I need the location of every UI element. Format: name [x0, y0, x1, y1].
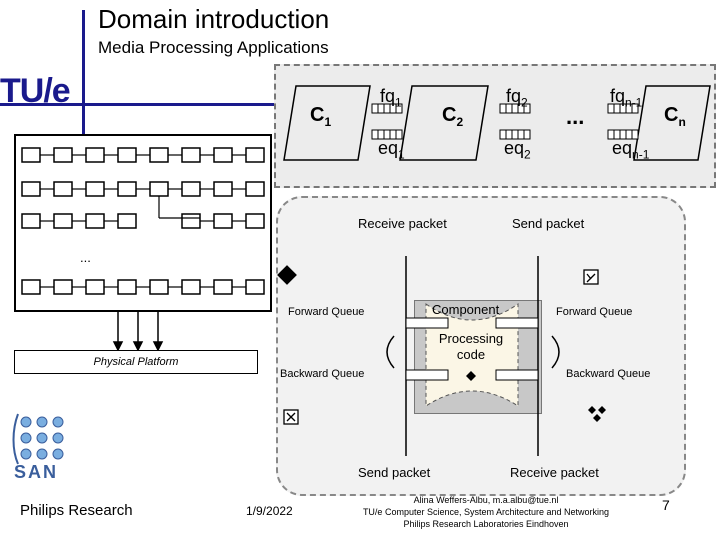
- task-chain-ellipsis: ...: [566, 104, 585, 129]
- fqn-queue: [607, 103, 639, 114]
- processing-code-label: Processing code: [438, 331, 504, 362]
- component-label: Component: [432, 302, 500, 317]
- page-number: 7: [662, 497, 670, 513]
- task-c2-shape: [399, 85, 489, 161]
- eqn-label: eqn-1: [612, 138, 650, 162]
- send-packet-bottom-label: Send packet: [358, 465, 431, 480]
- eq2-queue: [499, 129, 531, 140]
- x-box-icon: [283, 409, 299, 425]
- component-detail-diagram: [277, 256, 606, 456]
- platform-grid-diagram: [21, 147, 265, 295]
- task-c2-label: C2: [442, 104, 464, 129]
- tue-logo: TU/e: [0, 72, 71, 110]
- send-packet-top-label: Send packet: [512, 216, 585, 231]
- footer-company: Philips Research: [20, 502, 133, 519]
- fq2-queue: [499, 103, 531, 114]
- platform-links: [112, 312, 164, 352]
- fq2-label: fq2: [506, 86, 528, 110]
- y-box-icon-top: [583, 269, 599, 285]
- footer-lab: Philips Research Laboratories Eindhoven: [403, 519, 569, 529]
- platform-ellipsis: ...: [80, 250, 91, 265]
- eqn-queue: [607, 129, 639, 140]
- backward-queue-right-label: Backward Queue: [566, 368, 651, 380]
- san-logo: SAN: [14, 462, 59, 482]
- backward-queue-left-label: Backward Queue: [280, 368, 365, 380]
- diamond-icon: [277, 265, 297, 285]
- eq1-queue: [371, 129, 403, 140]
- task-chain-diagram: [283, 85, 711, 161]
- task-c1-label: C1: [310, 104, 332, 129]
- horizontal-accent-line: [0, 103, 288, 106]
- forward-queue-left-label: Forward Queue: [288, 306, 365, 318]
- task-cn-label: Cn: [664, 104, 686, 129]
- eq2-label: eq2: [504, 138, 531, 162]
- v-diamond-icon: [588, 406, 606, 422]
- receive-packet-top-label: Receive packet: [358, 216, 447, 231]
- slide-title: Domain introduction: [98, 4, 330, 34]
- forward-queue-right-label: Forward Queue: [556, 306, 633, 318]
- footer-author: Alina Weffers-Albu, m.a.albu@tue.nl: [413, 495, 559, 505]
- receive-packet-bottom-label: Receive packet: [510, 465, 599, 480]
- center-diamond: [466, 371, 476, 381]
- fqn-label: fqn-1: [610, 86, 643, 110]
- footer-date: 1/9/2022: [246, 504, 293, 518]
- task-c1-shape: [283, 85, 371, 161]
- processing-area: [425, 303, 519, 407]
- footer-credits: Alina Weffers-Albu, m.a.albu@tue.nl TU/e…: [336, 494, 636, 530]
- physical-platform-box: Physical Platform: [14, 350, 258, 374]
- vertical-accent-line: [82, 10, 85, 232]
- fq1-queue: [371, 103, 403, 114]
- eq1-label: eq1: [378, 138, 405, 162]
- footer-affiliation: TU/e Computer Science, System Architectu…: [362, 507, 610, 517]
- san-logo-graphic: [12, 413, 64, 465]
- fq1-label: fq1: [380, 86, 402, 110]
- slide-subtitle: Media Processing Applications: [98, 38, 329, 57]
